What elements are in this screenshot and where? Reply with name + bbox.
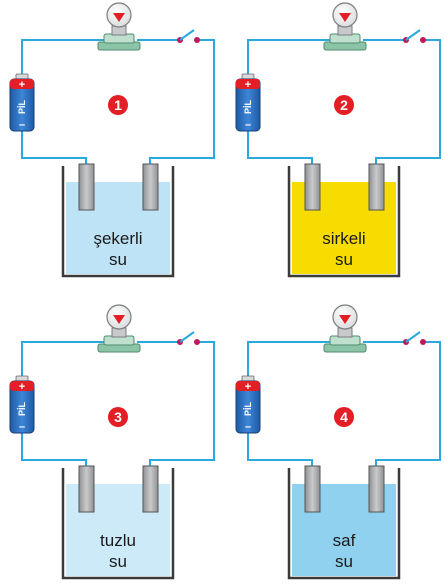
electrode-left	[304, 163, 321, 211]
number-badge: 4	[334, 407, 354, 427]
bulb-icon	[97, 304, 141, 353]
switch-icon	[403, 29, 426, 43]
liquid-label-line2: su	[335, 250, 353, 269]
battery: + PİL –	[235, 375, 261, 434]
number-badge: 1	[108, 95, 128, 115]
svg-text:2: 2	[340, 97, 348, 113]
battery-label: PİL	[243, 402, 253, 417]
wire	[21, 39, 105, 168]
beaker: şekerli su	[61, 163, 175, 278]
svg-text:1: 1	[114, 97, 122, 113]
electrode-left	[78, 163, 95, 211]
beaker: sirkeli su	[287, 163, 401, 278]
battery-label: PİL	[17, 100, 27, 115]
number-badge: 2	[334, 95, 354, 115]
beaker: saf su	[287, 465, 401, 580]
liquid-label-line2: su	[109, 552, 127, 571]
circuit-3: + PİL – 3	[9, 304, 215, 580]
battery-plus: +	[19, 381, 25, 393]
bulb-icon	[323, 304, 367, 353]
circuit-4: + PİL – 4	[235, 304, 441, 580]
electrode-left	[78, 465, 95, 513]
electrode-left	[304, 465, 321, 513]
electrode-right	[142, 163, 159, 211]
circuit-2: + PİL – 2	[235, 2, 441, 278]
battery-minus: –	[245, 119, 251, 131]
wire	[247, 39, 331, 168]
circuit-1: + PİL – 1	[9, 2, 215, 278]
liquid-label-line1: tuzlu	[100, 531, 136, 550]
liquid-label-line1: saf	[333, 531, 356, 550]
wire	[375, 341, 441, 470]
electrode-right	[368, 465, 385, 513]
number-badge: 3	[108, 407, 128, 427]
battery-plus: +	[19, 79, 25, 91]
wire	[375, 39, 441, 168]
switch-icon	[177, 331, 200, 345]
electrode-right	[142, 465, 159, 513]
liquid-label-line1: şekerli	[93, 229, 142, 248]
svg-text:3: 3	[114, 409, 122, 425]
wire	[149, 39, 215, 168]
battery-minus: –	[19, 119, 25, 131]
battery-minus: –	[19, 421, 25, 433]
battery: + PİL –	[9, 375, 35, 434]
battery-minus: –	[245, 421, 251, 433]
bulb-icon	[323, 2, 367, 51]
liquid-label-line2: su	[335, 552, 353, 571]
wire	[149, 341, 215, 470]
battery: + PİL –	[235, 73, 261, 132]
battery: + PİL –	[9, 73, 35, 132]
wire	[247, 341, 331, 470]
battery-plus: +	[245, 381, 251, 393]
bulb-icon	[97, 2, 141, 51]
wire	[21, 341, 105, 470]
switch-icon	[403, 331, 426, 345]
battery-label: PİL	[243, 100, 253, 115]
svg-text:4: 4	[340, 409, 348, 425]
liquid-label-line1: sirkeli	[322, 229, 365, 248]
liquid-label-line2: su	[109, 250, 127, 269]
battery-label: PİL	[17, 402, 27, 417]
beaker: tuzlu su	[61, 465, 175, 580]
electrode-right	[368, 163, 385, 211]
switch-icon	[177, 29, 200, 43]
battery-plus: +	[245, 79, 251, 91]
